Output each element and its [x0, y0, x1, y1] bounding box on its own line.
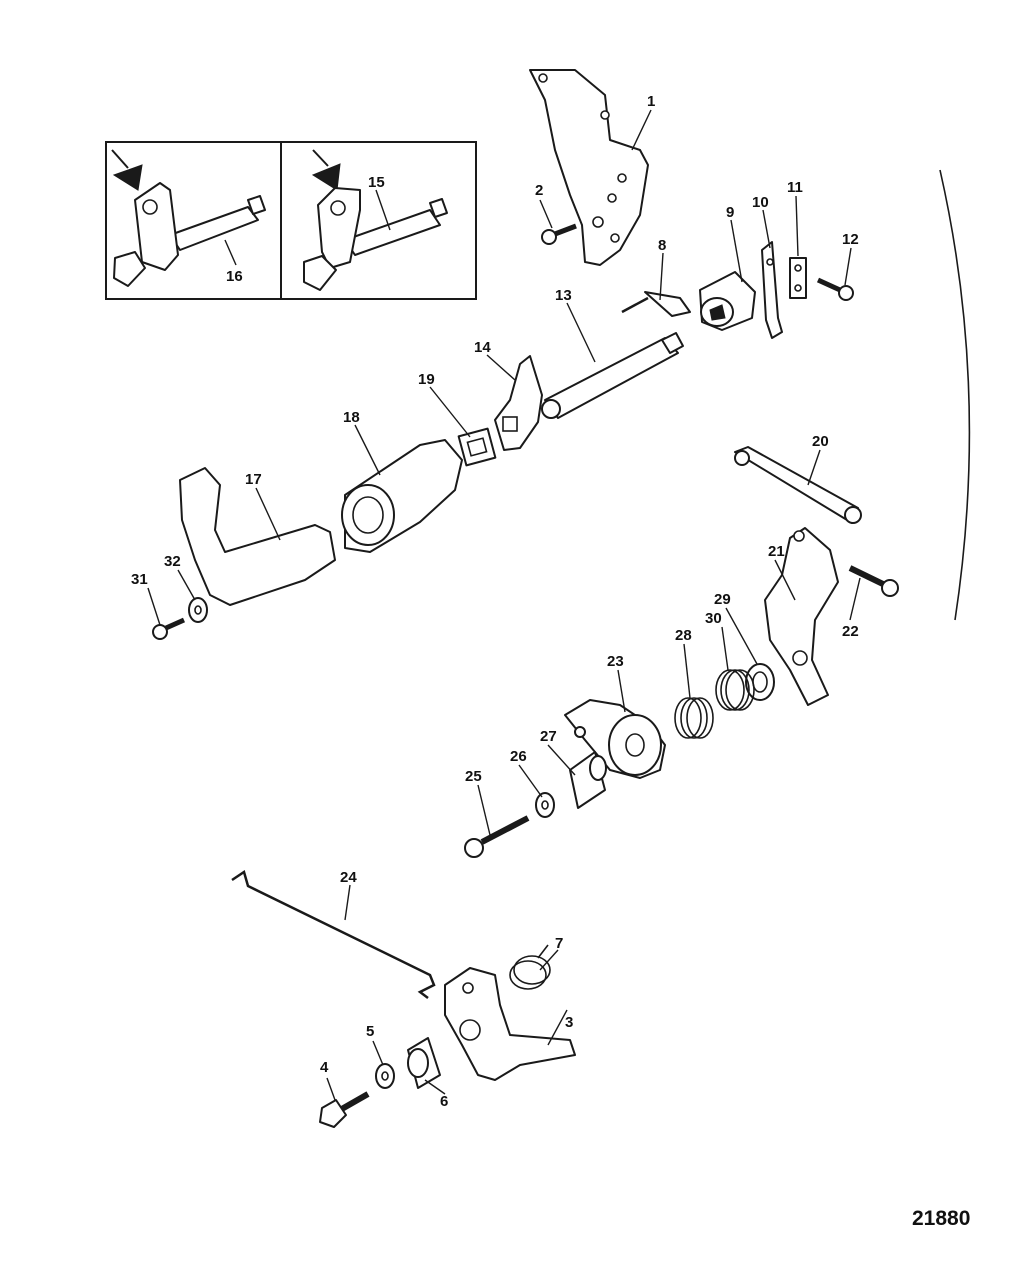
direction-arrow-icon	[311, 149, 341, 191]
callout-13: 13	[555, 287, 572, 304]
leader-lines	[147, 109, 861, 1101]
part-5-washer	[375, 1063, 395, 1089]
part-22-screw	[848, 565, 899, 597]
part-19-washer	[457, 427, 497, 467]
alternate-shaft-16	[113, 182, 266, 287]
callout-27: 27	[540, 728, 557, 745]
part-27-spacer	[569, 751, 607, 809]
part-32-washer	[188, 597, 208, 623]
part-8-clip	[621, 291, 691, 317]
part-7-spring	[509, 944, 551, 990]
callout-22: 22	[842, 623, 859, 640]
part-28-spring	[674, 697, 714, 739]
part-6-spacer	[407, 1037, 441, 1089]
part-12-screw	[816, 277, 854, 301]
callout-12: 12	[842, 231, 859, 248]
callout-6: 6	[440, 1093, 448, 1110]
part-30-spring	[715, 669, 755, 711]
part-9-bushing	[699, 271, 756, 331]
callout-29: 29	[714, 591, 731, 608]
part-20-link	[734, 446, 862, 524]
part-18-housing	[341, 439, 463, 553]
callout-2: 2	[535, 182, 543, 199]
callout-1: 1	[647, 93, 655, 110]
callout-7: 7	[555, 935, 563, 952]
callout-31: 31	[131, 571, 148, 588]
document-number: 21880	[912, 1207, 970, 1230]
part-1-bracket	[529, 69, 649, 266]
callout-15: 15	[368, 174, 385, 191]
callout-32: 32	[164, 553, 181, 570]
callout-11: 11	[787, 179, 803, 196]
callout-9: 9	[726, 204, 734, 221]
callout-21: 21	[768, 543, 785, 560]
callout-19: 19	[418, 371, 435, 388]
part-3-lever	[444, 967, 576, 1081]
part-13-shaft	[541, 332, 684, 419]
callout-14: 14	[474, 339, 491, 356]
callout-20: 20	[812, 433, 829, 450]
part-21-lever	[764, 527, 839, 706]
direction-arrow-icon	[111, 149, 143, 191]
part-23-cam	[564, 699, 666, 779]
callout-17: 17	[245, 471, 262, 488]
part-31-screw	[152, 617, 186, 640]
inset-panel	[105, 141, 477, 300]
part-4-bolt	[319, 1091, 370, 1128]
callout-3: 3	[565, 1014, 573, 1031]
callout-30: 30	[705, 610, 722, 627]
part-17-handle	[179, 467, 336, 606]
part-11-plate	[789, 257, 807, 299]
alternate-shaft-15	[303, 187, 448, 291]
callout-25: 25	[465, 768, 482, 785]
callout-10: 10	[752, 194, 769, 211]
callout-18: 18	[343, 409, 360, 426]
callout-24: 24	[340, 869, 357, 886]
callout-5: 5	[366, 1023, 374, 1040]
callout-labels: 1 2 3 4 5 6 7 8 9 10 11 12 13 14 15 16 1…	[131, 93, 859, 1110]
callout-28: 28	[675, 627, 692, 644]
callout-23: 23	[607, 653, 624, 670]
callout-8: 8	[658, 237, 666, 254]
part-14-lever	[494, 355, 543, 451]
part-26-washer	[535, 792, 555, 818]
part-24-rod	[231, 870, 436, 999]
part-10-strap	[761, 241, 783, 339]
callout-26: 26	[510, 748, 527, 765]
part-25-screw	[464, 815, 530, 858]
part-2-screw	[541, 223, 577, 245]
edge-arc-line	[939, 169, 971, 621]
callout-4: 4	[320, 1059, 329, 1076]
part-29-washer	[745, 663, 775, 701]
callout-16: 16	[226, 268, 243, 285]
